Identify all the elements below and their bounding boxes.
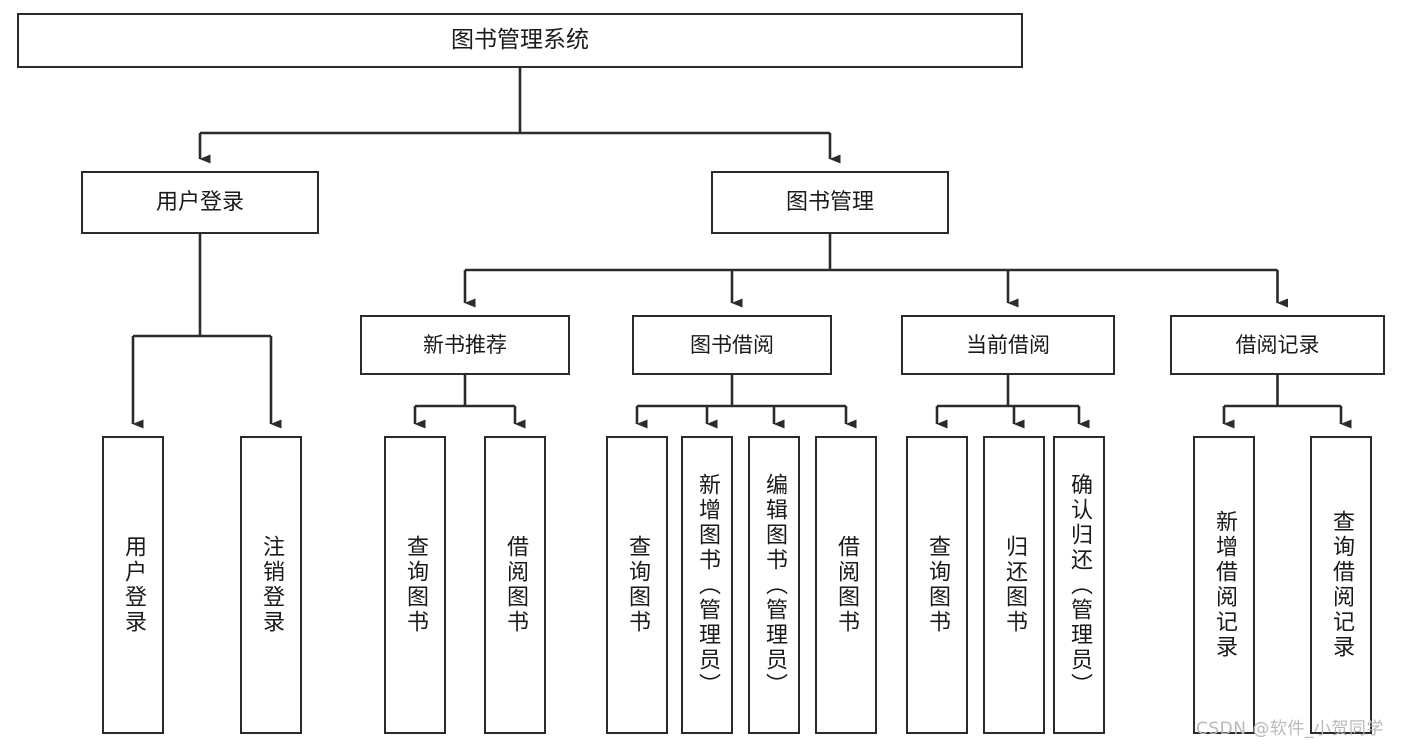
node-leaf-12[interactable]: 查询借阅记录 (1310, 436, 1372, 734)
node-leaf-7[interactable]: 借阅图书 (815, 436, 877, 734)
node-label: 编辑图书（管理员） (762, 472, 787, 698)
node-label: 图书管理系统 (451, 27, 589, 54)
node-level2-0[interactable]: 用户登录 (81, 171, 319, 234)
node-label: 注销登录 (259, 535, 284, 635)
node-leaf-1[interactable]: 注销登录 (240, 436, 302, 734)
node-label: 确认归还（管理员） (1067, 472, 1092, 698)
node-label: 借阅记录 (1235, 332, 1320, 357)
node-label: 借阅图书 (503, 535, 528, 635)
node-label: 用户登录 (155, 189, 244, 215)
node-leaf-8[interactable]: 查询图书 (906, 436, 968, 734)
node-leaf-2[interactable]: 查询图书 (384, 436, 446, 734)
node-leaf-4[interactable]: 查询图书 (606, 436, 668, 734)
node-leaf-5[interactable]: 新增图书（管理员） (681, 436, 733, 734)
node-leaf-11[interactable]: 新增借阅记录 (1193, 436, 1255, 734)
node-label: 新增借阅记录 (1212, 510, 1237, 660)
node-label: 新增图书（管理员） (695, 472, 720, 698)
node-level3-1[interactable]: 图书借阅 (632, 315, 832, 375)
node-leaf-6[interactable]: 编辑图书（管理员） (748, 436, 800, 734)
node-label: 归还图书 (1002, 535, 1027, 635)
node-label: 图书借阅 (690, 332, 774, 357)
node-label: 当前借阅 (966, 332, 1050, 357)
node-label: 查询图书 (403, 535, 428, 635)
node-level3-0[interactable]: 新书推荐 (360, 315, 570, 375)
node-label: 查询借阅记录 (1329, 510, 1354, 660)
node-label: 图书管理 (785, 189, 874, 215)
node-label: 借阅图书 (834, 535, 859, 635)
node-leaf-9[interactable]: 归还图书 (983, 436, 1045, 734)
node-leaf-10[interactable]: 确认归还（管理员） (1053, 436, 1105, 734)
node-level3-3[interactable]: 借阅记录 (1170, 315, 1385, 375)
node-label: 查询图书 (625, 535, 650, 635)
node-label: 查询图书 (925, 535, 950, 635)
csdn-watermark: CSDN @软件_小贺同学 (1196, 719, 1384, 739)
node-label: 用户登录 (121, 535, 146, 635)
node-leaf-0[interactable]: 用户登录 (102, 436, 164, 734)
node-level2-1[interactable]: 图书管理 (711, 171, 949, 234)
node-leaf-3[interactable]: 借阅图书 (484, 436, 546, 734)
node-root[interactable]: 图书管理系统 (17, 13, 1023, 68)
node-label: 新书推荐 (423, 332, 507, 357)
node-level3-2[interactable]: 当前借阅 (901, 315, 1115, 375)
